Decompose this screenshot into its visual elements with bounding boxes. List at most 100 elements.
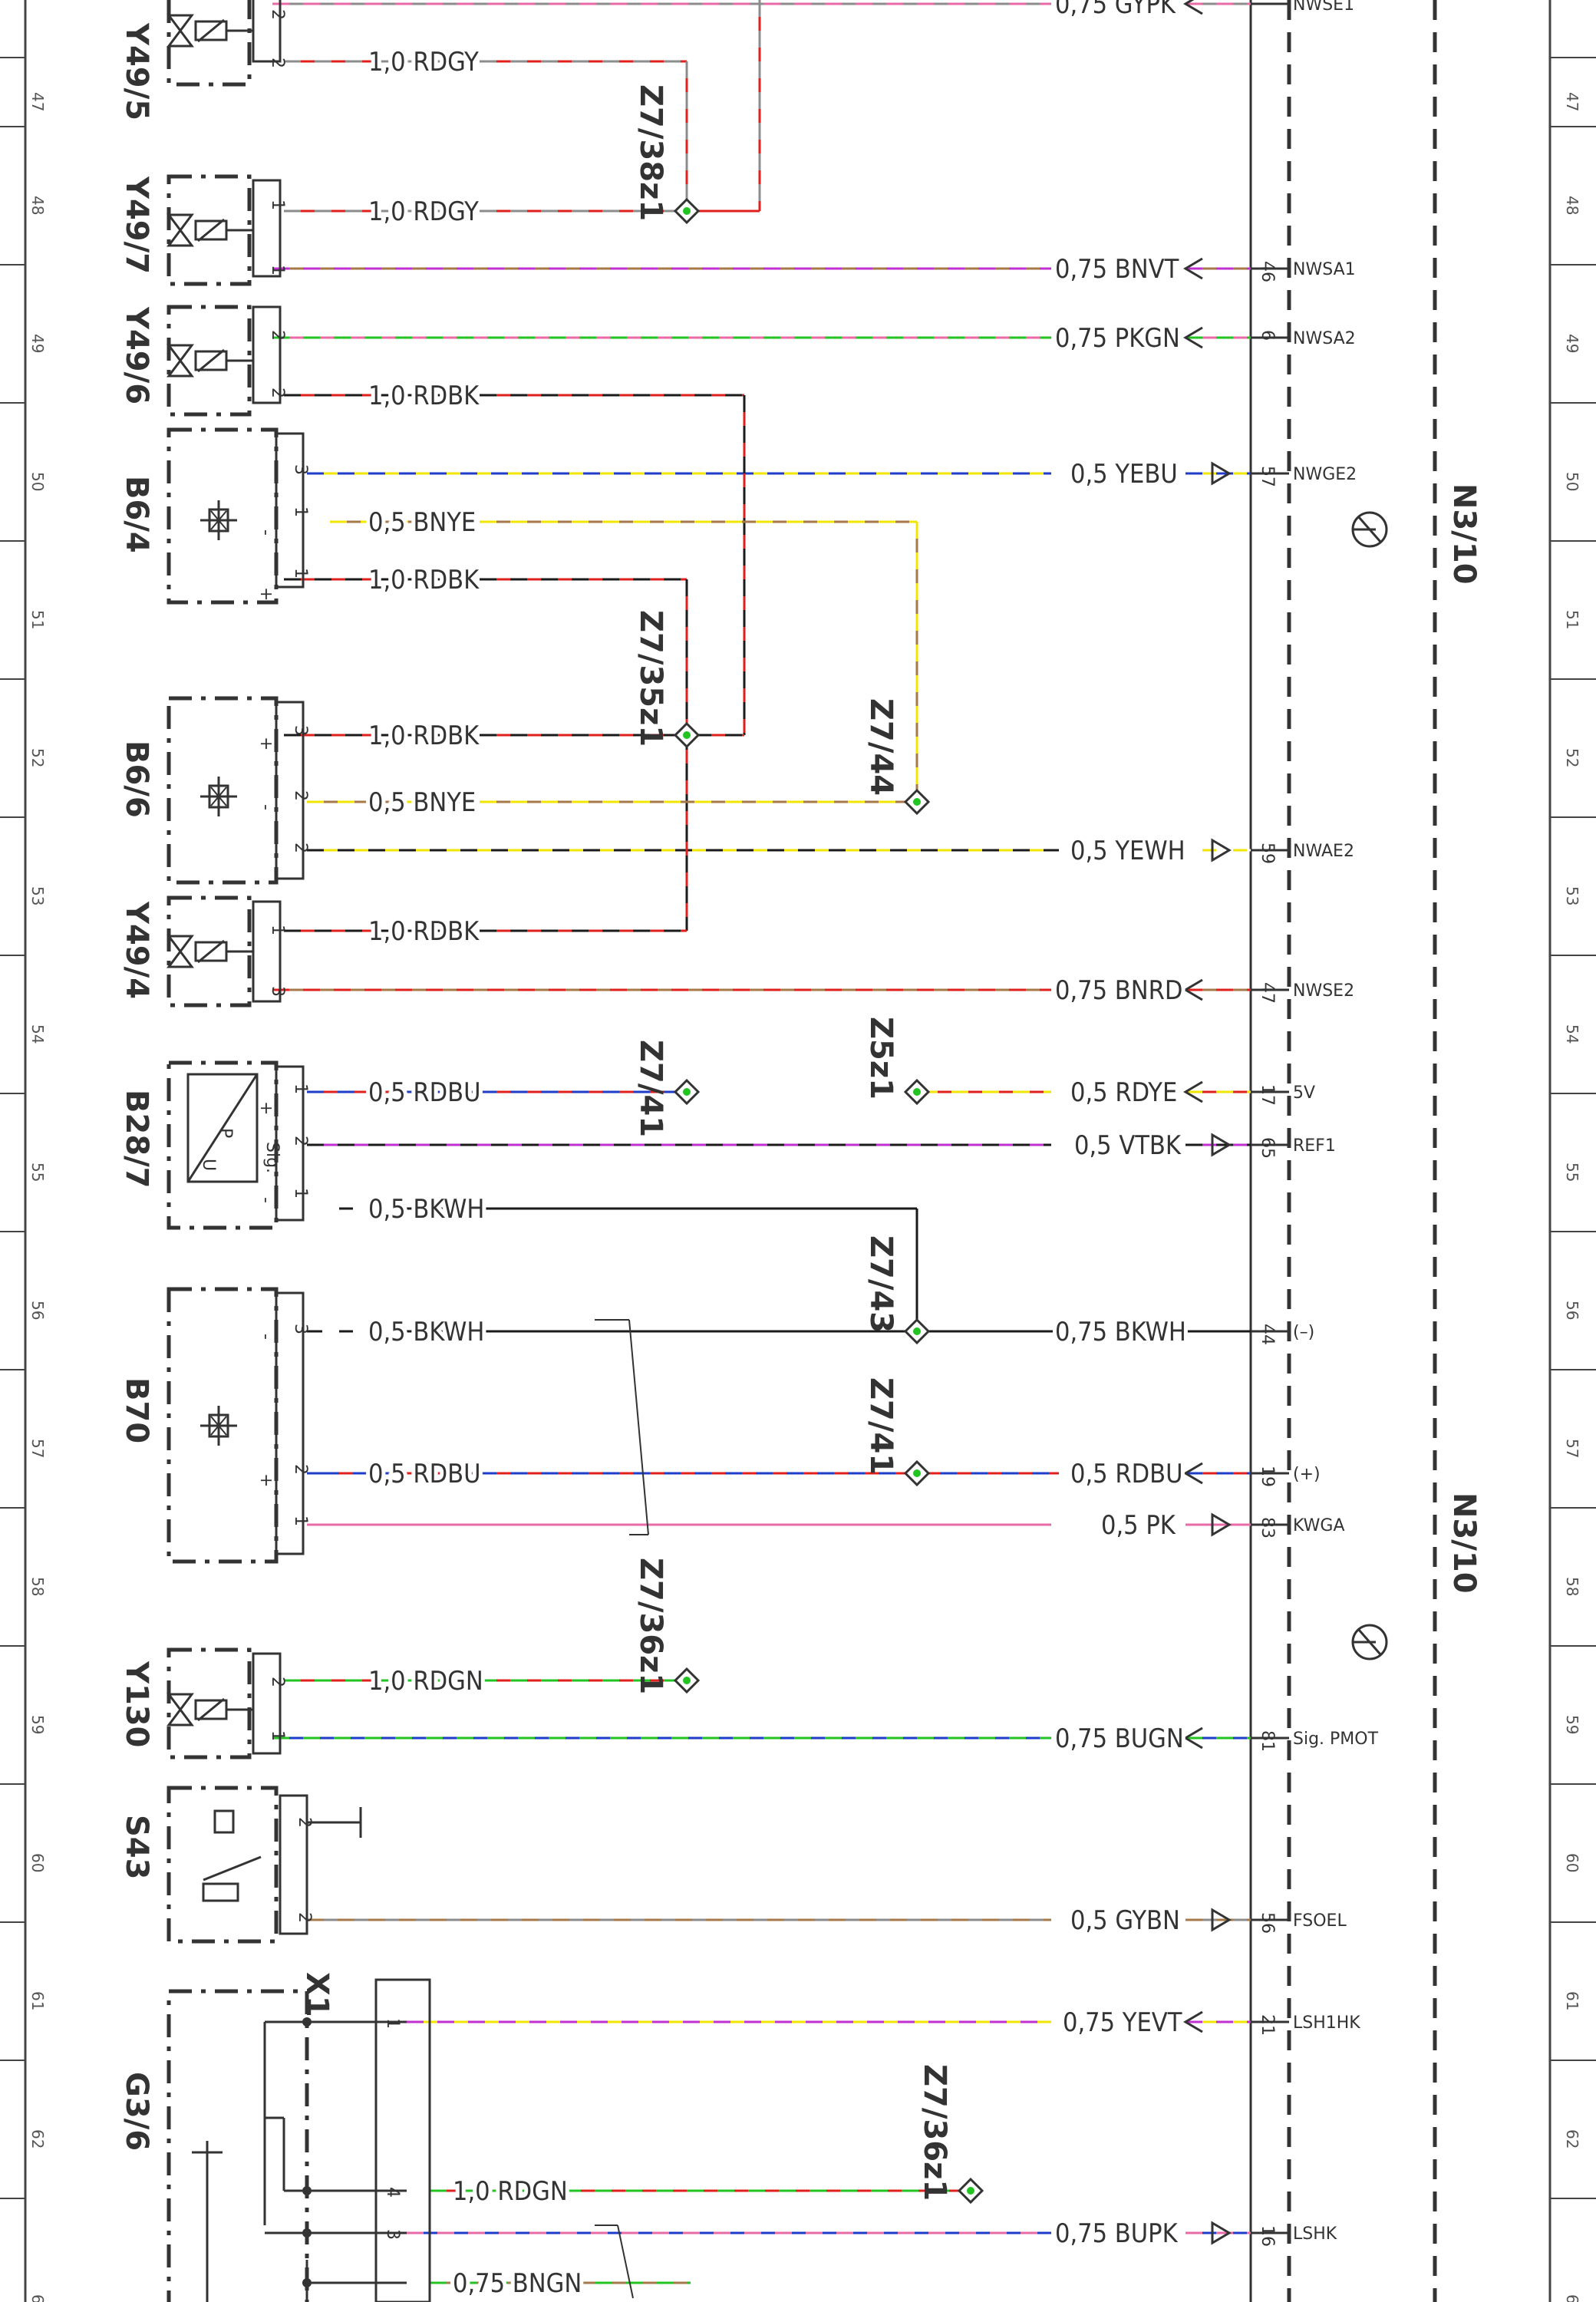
component-label: B70 bbox=[119, 1377, 154, 1443]
component-pin-number: 2 bbox=[291, 1136, 310, 1146]
wire-label-left: 1,0 RDBK bbox=[368, 565, 480, 595]
connector-housing bbox=[275, 432, 305, 589]
splice-dot bbox=[683, 1088, 691, 1096]
ruler-number-right: 63 bbox=[1563, 2294, 1581, 2302]
wire-label-right: 0,5 YEWH bbox=[1070, 836, 1185, 866]
component-pin-number: 1 bbox=[268, 1730, 287, 1741]
signal-name: NWGE2 bbox=[1293, 465, 1357, 484]
wire-label-right: 0,75 BUPK bbox=[1055, 2218, 1179, 2249]
component-pin-number: 2 bbox=[291, 843, 310, 853]
component-label: Y49/5 bbox=[119, 22, 154, 120]
component-pin-polarity: P bbox=[216, 1128, 235, 1138]
component-pin-number: 2 bbox=[295, 1912, 314, 1923]
connector-pin-number: 16 bbox=[1258, 2225, 1277, 2247]
solenoid-slash bbox=[197, 18, 225, 43]
valve-icon bbox=[167, 14, 194, 48]
junction-dot bbox=[302, 2186, 312, 2195]
wire-label-right: 0,75 BNVT bbox=[1055, 254, 1179, 285]
ruler-number-right: 47 bbox=[1563, 92, 1581, 111]
signal-name: KWGA bbox=[1293, 1516, 1345, 1535]
ruler-number-left: 61 bbox=[28, 1991, 47, 2010]
connector-x1 bbox=[374, 1978, 431, 2302]
component-label: B6/4 bbox=[119, 476, 154, 553]
connector-housing bbox=[275, 701, 305, 880]
ruler-number-right: 54 bbox=[1563, 1024, 1581, 1044]
arrow-out-icon bbox=[1211, 838, 1232, 862]
component-pin-number: 2 bbox=[268, 330, 287, 341]
component-pin-number: 2 bbox=[268, 9, 287, 20]
pressure-sensor-diag bbox=[186, 1073, 259, 1182]
arrow-out-icon bbox=[1211, 1908, 1232, 1932]
ruler-number-left: 54 bbox=[28, 1024, 47, 1044]
ruler-number-right: 53 bbox=[1563, 886, 1581, 905]
component-pin-number: 3 bbox=[268, 986, 287, 997]
arrow-in-icon bbox=[1183, 1726, 1203, 1750]
connector-pin-number: 57 bbox=[1258, 466, 1277, 487]
resistor-icon bbox=[202, 1882, 239, 1902]
component-pin-number: 1 bbox=[291, 1515, 310, 1526]
component-y49-5 bbox=[167, 0, 252, 87]
connector-pin-number: 17 bbox=[1258, 1084, 1277, 1106]
sensor-cross bbox=[210, 787, 227, 806]
signal-name: (+) bbox=[1293, 1465, 1321, 1484]
ruler-number-left: 48 bbox=[28, 196, 47, 215]
ecu-label: N3/10 bbox=[1446, 1492, 1482, 1594]
component-pin-polarity: Sig. bbox=[262, 1142, 282, 1173]
component-pin-polarity: - bbox=[256, 1334, 275, 1340]
component-pin-number: 2 bbox=[268, 58, 287, 68]
wire-label-right: 0,5 VTBK bbox=[1074, 1130, 1182, 1161]
wire-label-left: 0,75 BNGN bbox=[453, 2268, 582, 2299]
connector-pin-number: 6 bbox=[1258, 330, 1277, 341]
splice-dot bbox=[913, 1088, 921, 1096]
splice-dot bbox=[913, 798, 921, 806]
connector-pin-number: 59 bbox=[1258, 843, 1277, 864]
arrow-out-icon bbox=[1211, 2221, 1232, 2245]
component-pin-number: 1 bbox=[383, 2018, 402, 2029]
component-pin-number: 2 bbox=[291, 1464, 310, 1475]
valve-icon bbox=[167, 344, 194, 378]
splice-node-label: Z7/43 bbox=[863, 1235, 899, 1333]
component-pin-number: 1 bbox=[291, 568, 310, 579]
splice-node-label: Z7/36z1 bbox=[917, 2064, 952, 2201]
signal-name: NWAE2 bbox=[1293, 842, 1354, 861]
ruler-number-left: 59 bbox=[28, 1715, 47, 1734]
arrow-in-icon bbox=[1183, 1080, 1203, 1103]
component-b6-6 bbox=[167, 696, 279, 885]
ruler-number-left: 62 bbox=[28, 2129, 47, 2149]
connector-pin-number: 56 bbox=[1258, 1912, 1277, 1934]
signal-name: NWSA1 bbox=[1293, 260, 1356, 279]
wire-label-right: 0,75 GYPK bbox=[1055, 0, 1176, 20]
signal-name: NWSA2 bbox=[1293, 329, 1356, 348]
ruler-number-left: 47 bbox=[28, 92, 47, 111]
ecu-label: N3/10 bbox=[1446, 483, 1482, 585]
wire-label-left: 1,0 RDGY bbox=[368, 196, 479, 227]
connector-housing bbox=[252, 1652, 282, 1755]
component-y49-4 bbox=[167, 895, 252, 1008]
component-s43 bbox=[167, 1786, 279, 1944]
signal-name: LSHK bbox=[1293, 2224, 1337, 2244]
splice-dot bbox=[913, 1469, 921, 1477]
ruler-number-right: 58 bbox=[1563, 1577, 1581, 1596]
ruler-number-left: 60 bbox=[28, 1853, 47, 1872]
component-label: B28/7 bbox=[119, 1090, 154, 1189]
wire-label-right: 0,5 RDBU bbox=[1070, 1459, 1183, 1489]
signal-name: Sig. PMOT bbox=[1293, 1730, 1379, 1749]
wire-label-left: 1,0 RDBK bbox=[368, 916, 480, 947]
splice-dot bbox=[913, 1327, 921, 1335]
component-pin-number: 1 bbox=[291, 1188, 310, 1199]
arrow-out-icon bbox=[1211, 1512, 1232, 1537]
ruler-number-left: 58 bbox=[28, 1577, 47, 1596]
switch-contact bbox=[203, 1855, 262, 1882]
ruler-number-right: 55 bbox=[1563, 1163, 1581, 1182]
signal-name: LSH1HK bbox=[1293, 2013, 1360, 2033]
wire-label-left: 0,5 RDBU bbox=[368, 1077, 481, 1108]
wire-label-right: 0,75 BKWH bbox=[1055, 1317, 1186, 1347]
labels: Y49/5Y49/7Y49/6B6/4B6/6Y49/4B28/7B70Y130… bbox=[119, 0, 1379, 2302]
component-pin-polarity: U bbox=[199, 1159, 218, 1171]
component-label: Y130 bbox=[119, 1661, 154, 1747]
ruler-number-right: 49 bbox=[1563, 334, 1581, 353]
solenoid-slash bbox=[197, 218, 225, 242]
ruler-number-left: 57 bbox=[28, 1439, 47, 1458]
shield-line bbox=[628, 1319, 649, 1535]
